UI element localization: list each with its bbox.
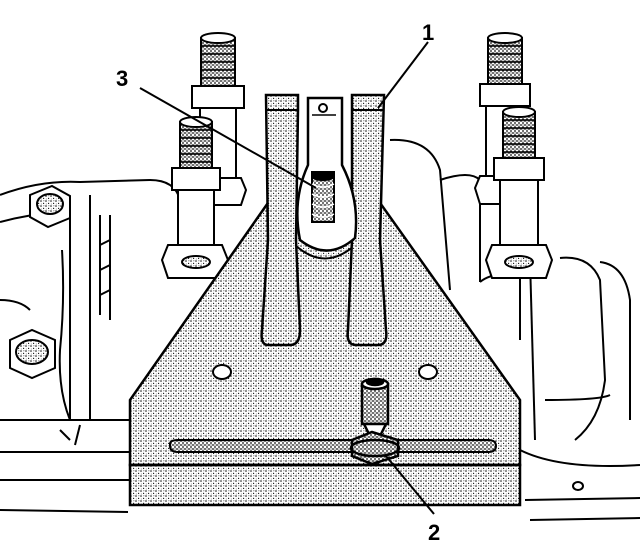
callout-2: 2 bbox=[428, 520, 440, 545]
leader-line-3 bbox=[139, 87, 317, 189]
leader-line-2 bbox=[385, 455, 435, 515]
hex-nut-left-lower bbox=[9, 328, 56, 380]
hex-nut-left-upper bbox=[29, 184, 71, 229]
valve-spring bbox=[311, 171, 335, 223]
stud-back-left bbox=[188, 32, 248, 206]
callout-1: 1 bbox=[422, 20, 434, 45]
leader-line-1 bbox=[377, 41, 429, 109]
callout-3: 3 bbox=[116, 66, 128, 91]
leader-lines bbox=[139, 41, 435, 515]
stud-front-left bbox=[160, 116, 230, 279]
stud-front-right bbox=[484, 106, 554, 279]
